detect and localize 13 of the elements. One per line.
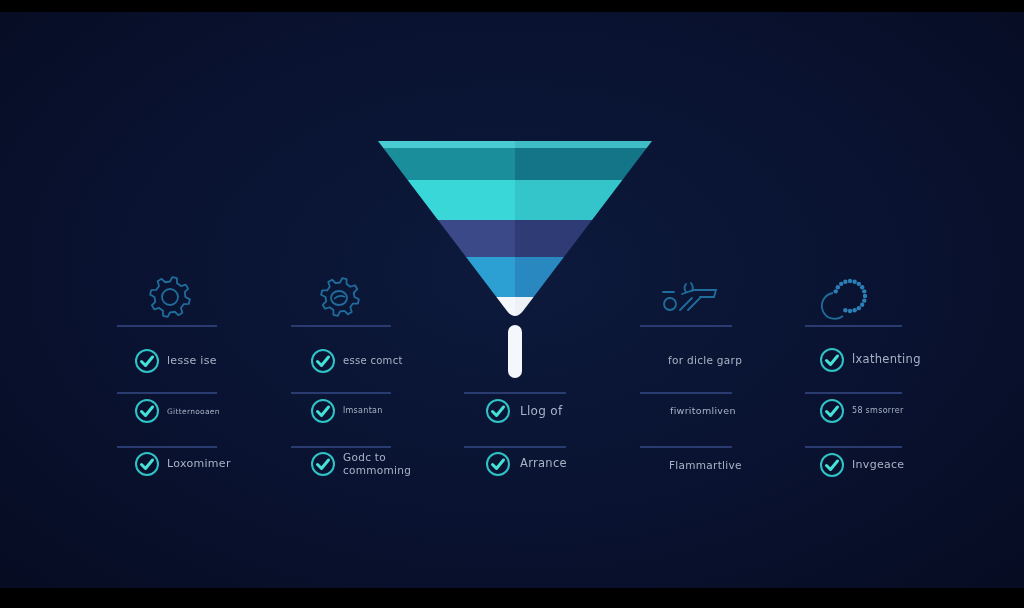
list-item-text: lxathenting — [852, 353, 921, 367]
list-item-text: 58 smsorrer — [852, 406, 904, 416]
list-item-text: Flammartlive — [669, 458, 742, 472]
list-item-text: Arrance — [520, 457, 567, 471]
list-item-text: for dicle garp — [668, 353, 743, 367]
list-item-text: lmsantan — [343, 406, 383, 416]
list-item-text: Loxomimer — [167, 457, 231, 471]
list-item-text: esse comct — [343, 355, 403, 367]
list-item-text: Godc to commoming — [343, 451, 413, 477]
list-item-text: fiwritomliven — [670, 405, 736, 417]
list-item-text: Llog of — [520, 403, 563, 419]
list-item-text: Invgeace — [852, 458, 905, 472]
list-item-text: lesse ise — [167, 354, 217, 368]
